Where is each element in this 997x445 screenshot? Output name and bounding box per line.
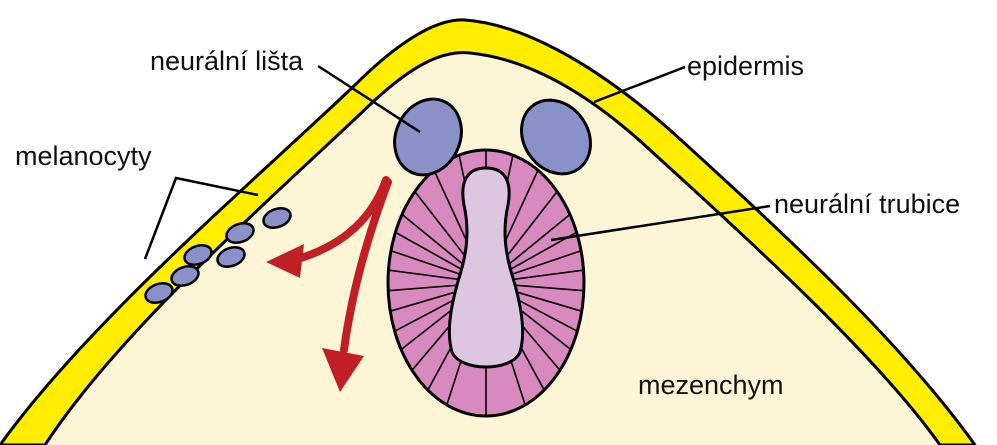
label-neural-tube: neurální trubice: [774, 189, 960, 219]
label-epidermis: epidermis: [687, 51, 804, 81]
label-mesenchyme: mezenchym: [638, 370, 784, 400]
label-melanocytes: melanocyty: [15, 141, 152, 171]
label-neural-crest: neurální lišta: [150, 46, 304, 76]
